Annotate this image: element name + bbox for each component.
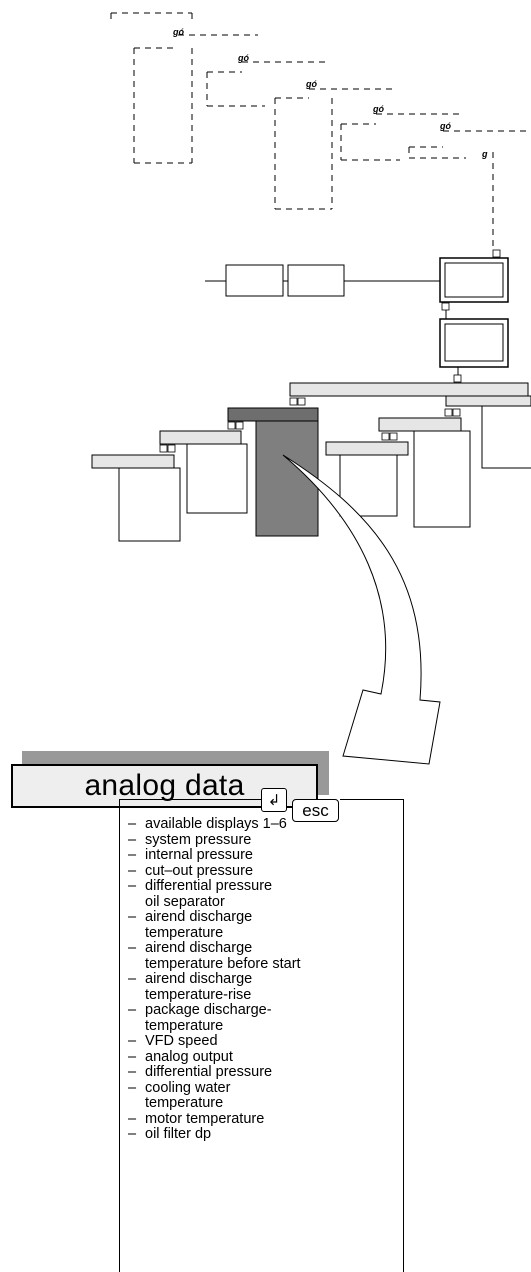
list-item: package discharge- [128,1002,301,1019]
key-glyphs-dashed: ɡó ɡó ɡó ɡó ɡó ɡ [172,27,488,159]
zoom-arrow [282,454,441,765]
list-item: differential pressure [128,1064,301,1081]
display-screens [439,249,509,383]
list-item: cut–out pressure [128,863,301,880]
list-item: available displays 1–6 [128,816,301,833]
list-item: airend discharge [128,971,301,988]
menu-item-list: available displays 1–6system pressureint… [128,816,301,1143]
list-item: airend discharge [128,909,301,926]
svg-text:ɡó: ɡó [372,104,384,114]
sub-cards [118,406,531,542]
svg-text:ɡó: ɡó [439,121,451,131]
svg-text:ɡó: ɡó [305,79,317,89]
list-item: motor temperature [128,1111,301,1128]
svg-text:ɡó: ɡó [172,27,184,37]
list-item: temperature [145,1095,224,1111]
menu-bars [91,382,531,469]
list-item: system pressure [128,832,301,849]
svg-text:ɡó: ɡó [237,53,249,63]
list-item: oil separator [145,893,225,910]
list-item: differential pressure [128,878,301,895]
list-item: airend discharge [128,940,301,957]
list-top-line [340,799,404,800]
key-pairs [159,397,461,453]
list-item: analog output [128,1049,301,1066]
list-item: internal pressure [128,847,301,864]
list-item: oil filter dp [128,1126,301,1143]
dashed-menu-levels [110,12,527,250]
menu-item-panel [119,799,404,1272]
list-item: VFD speed [128,1033,301,1050]
list-item: cooling water [128,1080,301,1097]
list-top-line-left [119,799,261,800]
menu-title-text: analog data [84,769,245,802]
esc-key[interactable]: esc [292,799,339,822]
list-item: temperature before start [145,955,301,972]
menu-title: analog data [11,764,318,808]
enter-key-icon[interactable]: ↲ [261,788,287,812]
input-flow [205,264,440,297]
list-item: temperature [145,924,224,941]
svg-text:ɡ: ɡ [481,149,488,159]
list-item: temperature-rise [145,986,252,1003]
list-item: temperature [145,1017,224,1034]
